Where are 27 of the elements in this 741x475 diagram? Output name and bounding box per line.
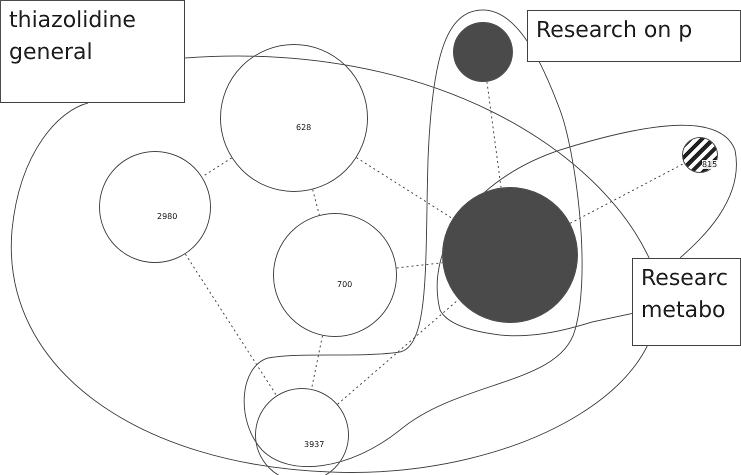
callout-text: Researc metabo (641, 265, 729, 325)
node-value: 700 (337, 280, 352, 289)
callout-box (0, 0, 185, 103)
circle (220, 44, 368, 192)
callout-box (527, 10, 741, 62)
callout-text: thiazolidine general (9, 7, 137, 67)
connector-line (184, 254, 278, 396)
connector-line (337, 299, 460, 405)
callout-text: Research on p (536, 17, 692, 45)
circle (99, 151, 211, 263)
connector-line (396, 262, 443, 268)
node-value: 628 (296, 123, 312, 132)
circle (273, 213, 397, 337)
connector-line (356, 157, 454, 220)
leader-line (592, 313, 632, 322)
node-value: 3937 (304, 440, 324, 449)
circle (453, 22, 513, 82)
node-value: 815 (702, 160, 718, 169)
connector-line (311, 335, 323, 390)
hatched-circle (682, 137, 718, 173)
connector-line (486, 81, 502, 188)
connector-line (312, 189, 320, 216)
node-value: 2980 (157, 212, 178, 221)
connector-line (570, 162, 685, 224)
connector-line (202, 157, 232, 178)
circle (255, 388, 349, 475)
callout-box (632, 258, 741, 346)
